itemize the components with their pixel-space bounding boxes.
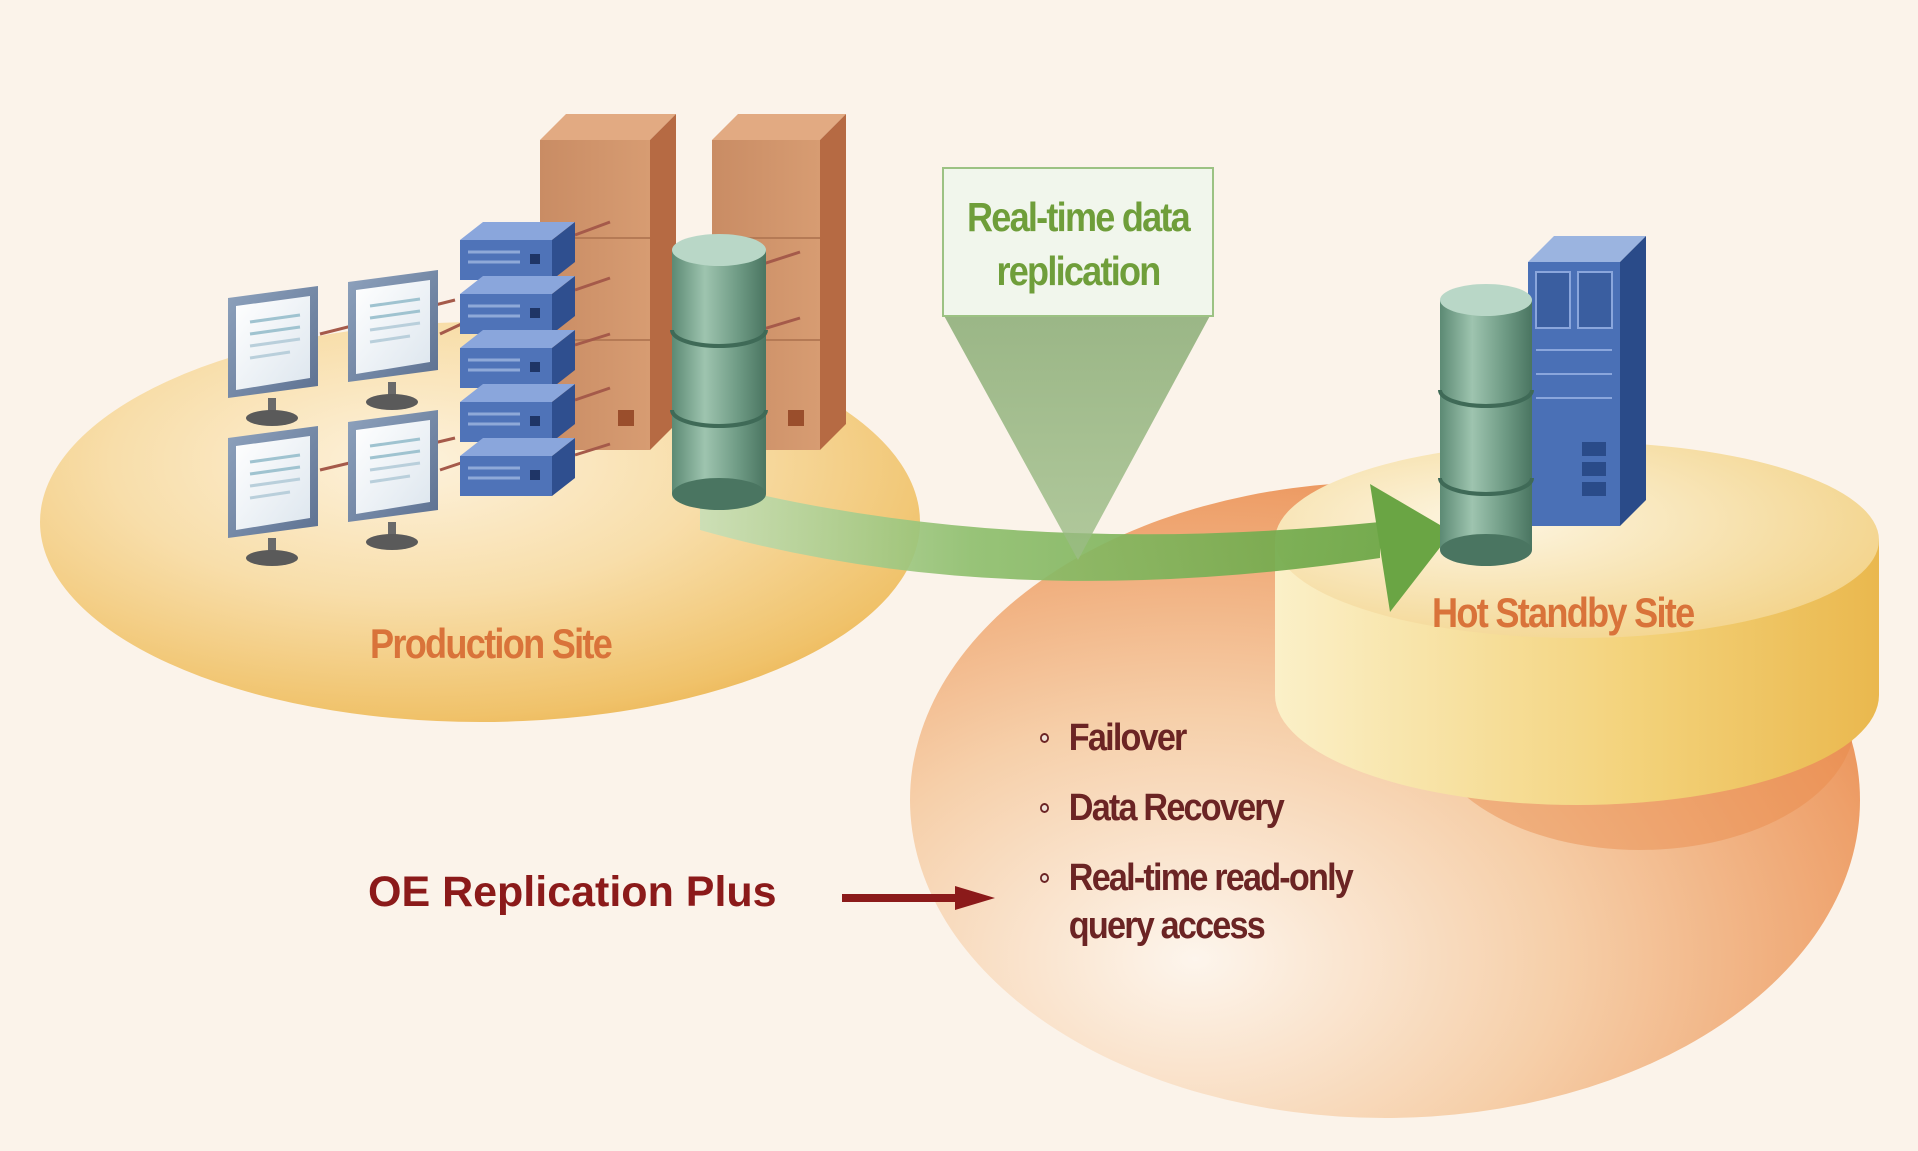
production-database-icon (670, 234, 768, 510)
benefit-item: Data Recovery (1040, 784, 1366, 832)
benefit-item: Failover (1040, 714, 1366, 762)
replication-callout-label: Real-time data replication (966, 194, 1191, 294)
oe-replication-plus-label: OE Replication Plus (368, 868, 777, 916)
production-site-label: Production Site (370, 620, 613, 667)
bullet-icon (1040, 733, 1049, 743)
standby-server-icon (1528, 236, 1646, 526)
blade-server-stack (458, 222, 577, 498)
benefit-text: Real-time read-only query access (1068, 857, 1354, 947)
hot-standby-site-label: Hot Standby Site (1432, 589, 1695, 636)
bullet-icon (1040, 873, 1049, 883)
replication-callout (942, 167, 1214, 560)
standby-pedestal (1275, 442, 1879, 805)
replication-arrow-body (700, 480, 1380, 581)
benefit-text: Failover (1068, 717, 1188, 759)
workstation-monitors (226, 268, 440, 568)
oe-pointer-arrow (842, 886, 995, 910)
benefits-list: Failover Data Recovery Real-time read-on… (1040, 714, 1366, 972)
benefit-item: Real-time read-only query access (1040, 854, 1366, 950)
bullet-icon (1040, 803, 1049, 813)
standby-database-icon (1438, 284, 1534, 566)
benefit-text: Data Recovery (1068, 787, 1285, 829)
replication-arrowhead (1370, 484, 1452, 612)
